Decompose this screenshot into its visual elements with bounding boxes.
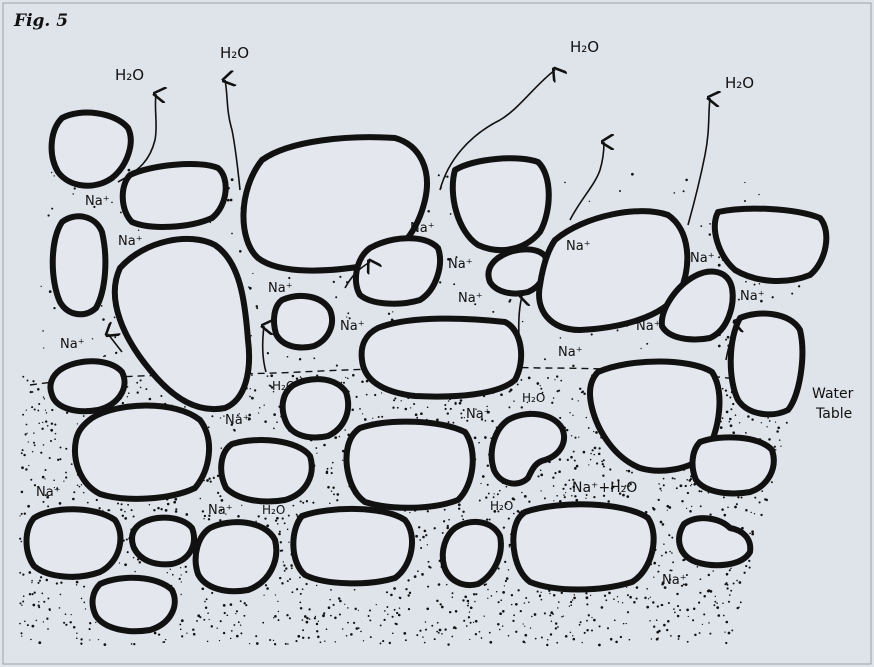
grain [50,361,124,411]
sodium-label: Na⁺ [740,289,765,304]
water-label: H₂O [522,391,545,405]
sodium-label: Na⁺ [690,251,715,266]
grain [53,216,106,314]
grain [492,414,564,484]
figure-label: Fig. 5 [13,11,68,31]
grain [75,406,209,499]
grain [693,437,774,493]
grain [293,509,412,583]
grain [356,238,440,303]
sodium-label: Na⁺ [566,239,591,254]
sodium-label: Na⁺ [208,503,233,518]
grain [115,239,249,409]
evaporation-arrow [688,98,710,225]
water-label: H₂O [262,503,285,517]
grain [362,319,522,397]
water-label: H₂O [272,379,295,393]
grain [715,209,826,281]
water-label: H₂O [220,44,249,62]
grain [221,440,312,502]
evaporation-arrow [570,142,604,220]
grain [347,422,473,508]
sodium-label: Na⁺ [410,221,435,236]
sodium-label: Na⁺ [225,413,250,428]
grain [274,296,332,348]
grains [27,113,827,632]
water-label: H₂O [725,74,754,92]
grain [196,522,277,591]
grain [93,578,175,631]
water-label: H₂O [570,38,599,56]
grain [513,504,653,589]
water-table-label-line1: Water [812,386,854,402]
grain [731,314,803,415]
water-table-label: Water Table [812,386,854,422]
sodium-label: Na⁺ [340,319,365,334]
sodium-label: Na⁺ [268,281,293,296]
capillary-arrow [263,326,266,372]
grain [443,522,501,585]
grain [132,518,194,565]
sodium-label: Na⁺ [558,345,583,360]
grain [679,518,750,565]
grain [123,164,226,227]
water-label: H₂O [115,66,144,84]
sodium-label: Na⁺ [466,407,491,422]
sodium-label: Na⁺ [636,319,661,334]
sodium-water-label: Na⁺+H₂O [572,480,637,496]
sodium-label: Na⁺ [118,234,143,249]
grain [52,113,131,186]
evaporation-arrow [225,80,240,190]
water-table-label-line2: Table [815,406,852,422]
sodium-label: Na⁺ [458,291,483,306]
sodium-label: Na⁺ [448,257,473,272]
sodium-label: Na⁺ [85,194,110,209]
grain [453,158,549,250]
sodium-label: Na⁺ [36,485,61,500]
sodium-label: Na⁺ [60,337,85,352]
grain [27,509,121,577]
sodium-label: Na⁺ [662,573,687,588]
water-label: H₂O [490,499,513,513]
